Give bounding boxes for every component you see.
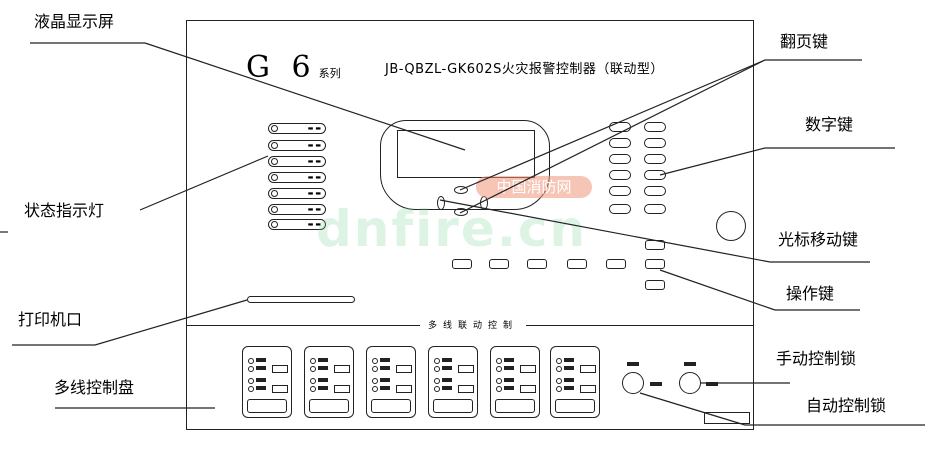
operation-key[interactable] [645,259,665,269]
nameplate [704,412,750,424]
label-status-leds: 状态指示灯 [24,201,105,220]
leader-cursor-keys [439,199,771,263]
lock-indicator [650,382,662,386]
leader-digit-keys [659,147,766,176]
leader-lcd [144,42,466,151]
leader-page-key [459,59,766,214]
lcd-screen [397,130,535,178]
page-up-key[interactable] [454,186,468,194]
digit-key[interactable] [609,204,631,214]
key-switch[interactable] [716,211,746,241]
digit-key[interactable] [644,186,666,196]
lock-indicator [627,362,639,366]
digit-key[interactable] [644,170,666,180]
operation-key[interactable] [489,259,509,269]
label-manual-lock: 手动控制锁 [776,349,857,368]
leader-auto-lock [639,392,746,426]
multiline-module [242,346,292,418]
multiline-module [304,346,354,418]
label-auto-lock: 自动控制锁 [806,396,887,415]
multiline-module [550,346,600,418]
lock-indicator [706,382,718,386]
section-title: 多线联动控制 [420,318,527,331]
label-printer: 打印机口 [18,310,83,329]
printer-slot [247,296,355,303]
digit-key[interactable] [644,122,666,132]
digit-key[interactable] [644,204,666,214]
cursor-left-key[interactable] [437,196,445,210]
status-led: ▬ ▬ [268,219,326,230]
status-led: ▬ ▬ [268,188,326,199]
label-operation-keys: 操作键 [786,284,835,303]
lock-indicator [684,362,696,366]
status-led: ▬ ▬ [268,123,326,134]
operation-key[interactable] [606,259,626,269]
multiline-module [490,346,540,418]
label-page-key: 翻页键 [780,32,829,51]
status-led: ▬ ▬ [268,156,326,167]
watermark-logo: dnfire.cn [316,200,588,258]
digit-key[interactable] [644,138,666,148]
label-multiline: 多线控制盘 [54,378,135,397]
leader-page-key [459,59,766,191]
leader-status-leds [139,155,269,211]
multiline-module [366,346,416,418]
multiline-module [428,346,478,418]
operation-key[interactable] [645,280,665,290]
label-lcd: 液晶显示屏 [34,12,115,31]
operation-key[interactable] [452,259,472,269]
auto-control-lock[interactable] [622,372,644,394]
digit-key[interactable] [609,154,631,164]
status-led: ▬ ▬ [268,140,326,151]
operation-key[interactable] [527,259,547,269]
leader-printer [94,299,248,346]
digit-key[interactable] [644,154,666,164]
status-led: ▬ ▬ [268,172,326,183]
operation-key[interactable] [567,259,587,269]
label-digit-keys: 数字键 [805,115,854,134]
digit-key[interactable] [609,170,631,180]
label-cursor-keys: 光标移动键 [778,230,859,249]
watermark-badge: 中国消防网 [476,176,592,198]
status-led: ▬ ▬ [268,204,326,215]
leader-operation-keys [659,269,776,311]
digit-key[interactable] [609,186,631,196]
model-title: JB-QBZL-GK602S火灾报警控制器（联动型） [385,62,664,77]
page-down-key[interactable] [454,208,468,216]
digit-key[interactable] [609,138,631,148]
